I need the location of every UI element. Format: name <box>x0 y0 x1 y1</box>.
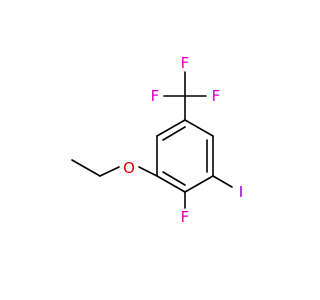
bonds <box>71 71 233 209</box>
bond-ring-to-oxygen <box>138 166 158 177</box>
atom-labels: F F F O F I <box>123 54 243 226</box>
bond-oxygen-to-ch2 <box>99 166 120 177</box>
atom-label-f-top: F <box>181 54 190 72</box>
atom-label-f-right: F <box>212 87 221 105</box>
atom-label-oxygen: O <box>123 159 135 177</box>
bond-ch2-to-ch3 <box>71 159 101 177</box>
atom-label-f-bottom: F <box>181 208 190 226</box>
ring-bond-top-right <box>184 119 214 137</box>
ring-bond-bottom-right <box>184 175 214 193</box>
ring-double-bond-bottom <box>162 171 186 186</box>
ring-bond-top-left <box>156 119 186 137</box>
bond-ring-to-iodine <box>212 175 233 188</box>
molecule-diagram: F F F O F I <box>71 54 243 226</box>
atom-label-f-left: F <box>151 87 160 105</box>
ring-bond-bottom-left <box>156 175 186 193</box>
ring-double-bond-top-left <box>162 126 186 141</box>
atom-label-iodine: I <box>239 183 243 201</box>
